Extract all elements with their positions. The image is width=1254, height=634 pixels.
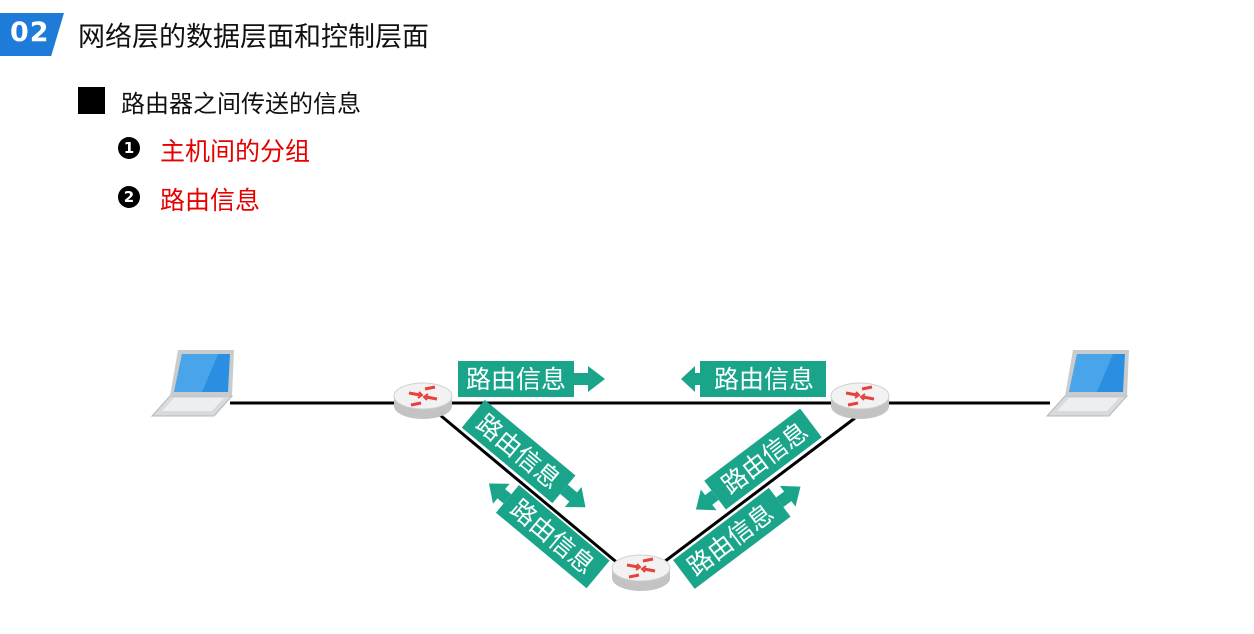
router-icon: [829, 381, 891, 421]
square-bullet-icon: [78, 87, 105, 114]
routing-label-top-right: 路由信息: [681, 361, 826, 397]
list-item-text: 主机间的分组: [160, 137, 311, 166]
laptop-icon: [1046, 349, 1130, 417]
list-item-text: 路由信息: [160, 186, 261, 215]
number-two-icon: 2: [118, 186, 140, 208]
number-one-icon: 1: [118, 137, 140, 159]
slide-header: 02 网络层的数据层面和控制层面: [0, 0, 1254, 70]
routing-label-top-left: 路由信息: [458, 361, 605, 397]
arrow-right-icon: [574, 366, 605, 392]
link-left: [439, 413, 621, 567]
laptop-icon: [151, 349, 235, 417]
arrow-left-icon: [695, 489, 719, 511]
router-icon: [392, 381, 454, 421]
arrow-left-icon: [681, 366, 700, 392]
label-text: 路由信息: [466, 365, 566, 394]
router-icon: [610, 553, 672, 593]
label-text: 路由信息: [714, 365, 814, 394]
network-links: [230, 401, 1050, 567]
link-right: [659, 416, 856, 567]
main-bullet-text: 路由器之间传送的信息: [121, 90, 361, 118]
section-badge: 02: [0, 13, 64, 56]
arrow-left-icon: [489, 483, 512, 504]
arrow-right-icon: [776, 485, 801, 508]
section-number: 02: [10, 17, 50, 48]
arrow-right-icon: [560, 484, 586, 508]
page-title: 网络层的数据层面和控制层面: [78, 22, 429, 53]
